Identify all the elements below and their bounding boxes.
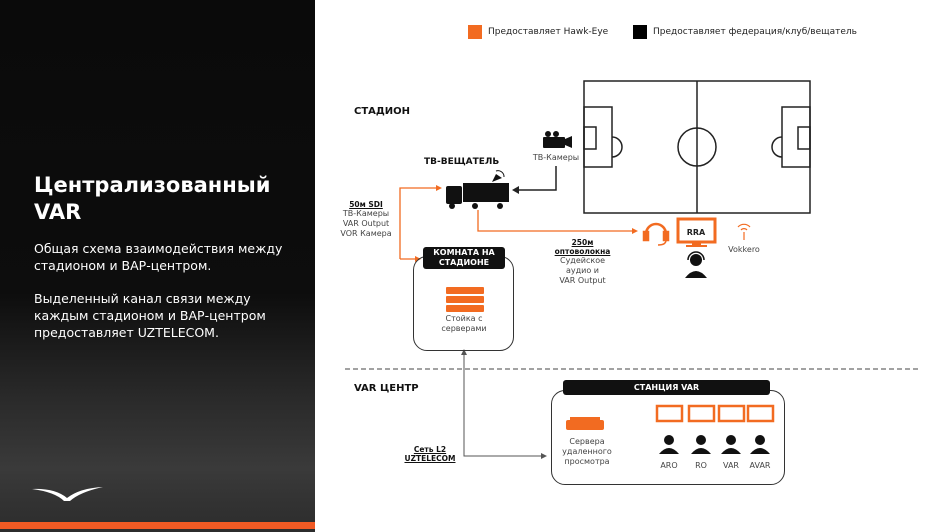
role-avar: AVAR bbox=[749, 461, 771, 470]
role-ro: RO bbox=[695, 461, 707, 470]
rra-monitor-icon bbox=[676, 217, 717, 247]
legend-label: Предоставляет федерация/клуб/вещатель bbox=[653, 27, 857, 37]
headset-icon bbox=[642, 222, 670, 246]
server-rack-icon bbox=[446, 287, 484, 312]
black-swatch bbox=[633, 25, 647, 39]
referee-icon bbox=[685, 251, 707, 278]
role-var: VAR bbox=[723, 461, 739, 470]
tv-cameras-label: ТВ-Камеры bbox=[532, 153, 580, 162]
remote-servers-label: Сервера удаленного просмотра bbox=[562, 437, 612, 466]
legend-label: Предоставляет Hawk-Eye bbox=[488, 27, 609, 37]
sdi-line: VAR Output bbox=[342, 219, 390, 228]
orange-swatch bbox=[468, 25, 482, 39]
vokkero-label: Vokkero bbox=[728, 245, 760, 254]
football-pitch-icon bbox=[583, 80, 811, 214]
operator-monitors bbox=[655, 404, 775, 423]
sdi-label: 50м SDI ТВ-Камеры VAR Output VOR Камера bbox=[336, 200, 396, 239]
accent-bar bbox=[0, 522, 315, 529]
truck-icon bbox=[446, 170, 509, 209]
var-station-title: СТАНЦИЯ VAR bbox=[563, 380, 770, 395]
network-label: Сеть L2 UZTELECOM bbox=[400, 445, 460, 463]
operator-icons bbox=[659, 435, 770, 454]
stadium-heading: СТАДИОН bbox=[354, 106, 411, 117]
sdi-line: ТВ-Камеры bbox=[342, 209, 390, 218]
sdi-line: VOR Камера bbox=[340, 229, 392, 238]
fiber-label: 250м оптоволокна Судейское аудио и VAR O… bbox=[545, 238, 620, 286]
description-2: Выделенный канал связи между каждым стад… bbox=[34, 291, 266, 340]
left-panel: Централизованный VAR Общая схема взаимод… bbox=[0, 0, 315, 532]
stadium-room-box bbox=[413, 256, 514, 351]
server-rack-label: Стойка с серверами bbox=[441, 314, 487, 333]
fiber-line: Судейское bbox=[559, 256, 606, 265]
fiber-line: аудио и bbox=[565, 266, 599, 275]
stadium-room-title: КОМНАТА НА СТАДИОНЕ bbox=[423, 247, 505, 269]
legend-hawkeye: Предоставляет Hawk-Eye bbox=[468, 25, 608, 39]
description-1: Общая схема взаимодействия между стадион… bbox=[34, 241, 283, 273]
fiber-line: VAR Output bbox=[559, 276, 606, 285]
network-line1: Сеть L2 bbox=[413, 445, 447, 454]
var-center-heading: VAR ЦЕНТР bbox=[354, 383, 419, 394]
network-line2: UZTELECOM bbox=[404, 454, 456, 463]
slide-title: Централизованный VAR bbox=[34, 173, 271, 224]
tv-camera-icon bbox=[543, 131, 572, 148]
fiber-title: 250м оптоволокна bbox=[554, 238, 611, 256]
broadcaster-label: ТВ-ВЕЩАТЕЛЬ bbox=[424, 157, 500, 167]
legend-federation: Предоставляет федерация/клуб/вещатель bbox=[633, 25, 857, 39]
bird-logo-icon bbox=[32, 487, 103, 501]
role-aro: ARO bbox=[660, 461, 678, 470]
rra-label: RRA bbox=[687, 228, 706, 237]
sdi-title: 50м SDI bbox=[349, 200, 383, 209]
remote-server-icon bbox=[566, 417, 604, 430]
wireless-icon bbox=[737, 223, 751, 240]
